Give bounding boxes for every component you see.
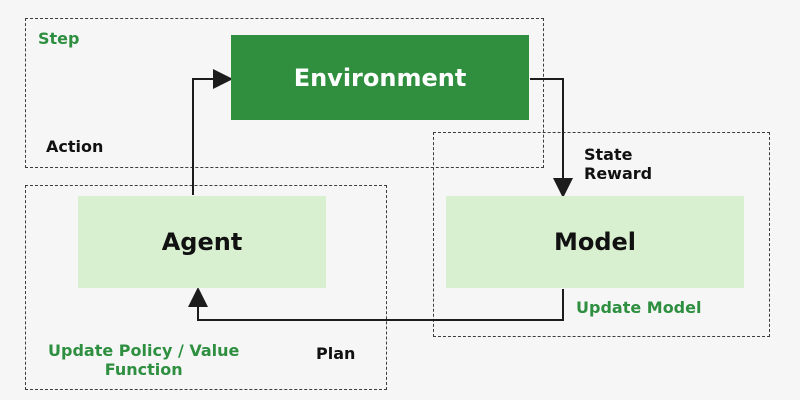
model-node: Model xyxy=(446,196,744,288)
plan-arrow xyxy=(188,287,564,321)
step-label: Step xyxy=(38,29,80,48)
action-label: Action xyxy=(46,137,104,156)
update-model-label: Update Model xyxy=(576,298,702,317)
update-policy-line-1: Update Policy / Value xyxy=(48,341,240,360)
state-reward-label: State Reward xyxy=(584,145,652,183)
update-policy-line-2: Function xyxy=(104,360,183,380)
agent-label: Agent xyxy=(161,228,243,256)
step-region xyxy=(25,18,544,168)
plan-label: Plan xyxy=(316,344,356,363)
state-reward-arrow xyxy=(530,78,573,198)
update-policy-label: Update Policy / Value Function xyxy=(48,341,239,379)
agent-region xyxy=(25,185,387,390)
reward-label: Reward xyxy=(584,164,653,184)
action-arrow xyxy=(192,69,233,195)
state-label: State xyxy=(584,145,633,164)
agent-node: Agent xyxy=(78,196,326,288)
environment-label: Environment xyxy=(293,63,467,92)
model-region xyxy=(433,132,770,337)
model-label: Model xyxy=(553,228,637,256)
environment-node: Environment xyxy=(231,35,529,120)
